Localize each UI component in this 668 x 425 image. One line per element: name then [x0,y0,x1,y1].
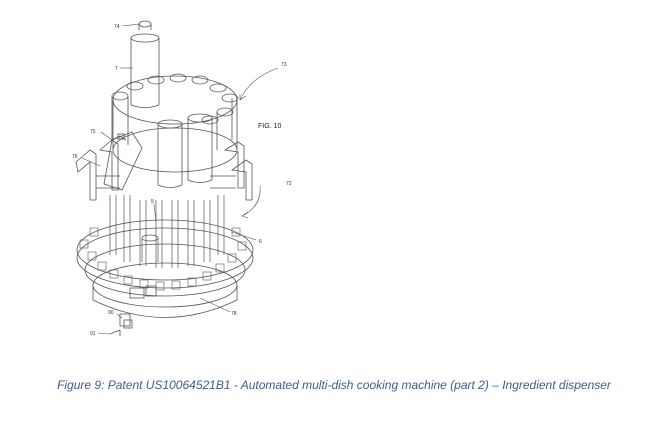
rods [109,195,225,268]
patent-figure: 74 7 73 75 76 72 5 6 78 90 91 FIG. 10 [72,20,292,337]
leader-lines [81,23,279,335]
label-91: 91 [90,331,96,337]
label-5: 5 [151,199,154,205]
small-parts [109,313,133,336]
figure-caption: Figure 9: Patent US10064521B1 - Automate… [57,378,611,392]
label-76: 76 [72,154,78,160]
label-78: 78 [231,311,237,317]
label-72: 72 [286,181,292,187]
main-cylinder [130,20,160,108]
base-drum [84,243,246,318]
tilted-dispenser [103,131,143,191]
label-73: 73 [281,62,287,68]
front-cylinders [157,113,213,188]
dispenser-ring [76,219,254,299]
label-7: 7 [115,66,118,72]
dispenser-drawing: 74 7 73 75 76 72 5 6 78 90 91 FIG. 10 [72,20,292,337]
label-6: 6 [259,239,262,245]
support-arms [75,139,253,201]
label-75: 75 [90,129,96,135]
label-90: 90 [108,310,114,316]
figure-title: FIG. 10 [258,123,281,130]
label-74: 74 [114,24,120,30]
